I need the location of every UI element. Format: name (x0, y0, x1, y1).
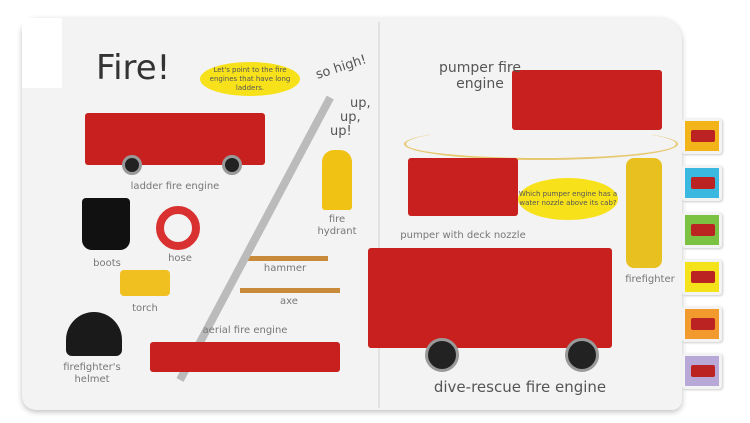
section-tab[interactable] (682, 306, 722, 342)
pumper-deck-nozzle-image (408, 158, 518, 216)
dump-truck-icon (691, 224, 715, 236)
truck-icon (691, 271, 715, 283)
fire-engine-icon (691, 130, 715, 142)
boots-image (82, 198, 130, 250)
fire-hydrant-image (322, 150, 352, 210)
ladder-text: up, (340, 110, 361, 125)
label-hose: hose (168, 253, 192, 264)
label-boots: boots (93, 258, 121, 269)
wheel (122, 155, 142, 175)
axe-image (240, 288, 340, 293)
label-helmet: firefighter's helmet (63, 362, 121, 385)
page-title: Fire! (96, 48, 171, 88)
digger-icon (691, 365, 715, 377)
question-bubble-left: Let's point to the fire engines that hav… (200, 62, 300, 96)
firefighter-image (626, 158, 662, 268)
hammer-image (248, 256, 328, 261)
book-spine (378, 22, 380, 408)
wheel (425, 338, 459, 372)
section-tab[interactable] (682, 259, 722, 295)
section-tab[interactable] (682, 212, 722, 248)
dive-rescue-fire-engine-image (368, 248, 612, 348)
wheel (565, 338, 599, 372)
ladder-text: up, (350, 96, 371, 111)
label-pumper-fire-engine: pumper fire engine (439, 60, 521, 92)
hose-image (156, 206, 200, 250)
label-pumper-deck-nozzle: pumper with deck nozzle (400, 230, 526, 241)
torch-image (120, 270, 170, 296)
section-tab[interactable] (682, 165, 722, 201)
label-hammer: hammer (263, 263, 307, 274)
section-tab[interactable] (682, 118, 722, 154)
hose-line-image (404, 128, 678, 160)
section-tab[interactable] (682, 353, 722, 389)
aerial-fire-engine-image (150, 342, 340, 372)
pumper-fire-engine-image (512, 70, 662, 130)
label-firefighter: firefighter (625, 274, 675, 285)
label-fire-hydrant: fire hydrant (317, 214, 357, 237)
helmet-image (66, 312, 122, 356)
tractor-icon (691, 177, 715, 189)
label-axe: axe (280, 296, 298, 307)
label-aerial-fire-engine: aerial fire engine (202, 325, 288, 336)
bus-icon (691, 318, 715, 330)
label-dive-rescue-fire-engine: dive-rescue fire engine (433, 378, 607, 396)
wheel (222, 155, 242, 175)
label-ladder-fire-engine: ladder fire engine (130, 181, 220, 192)
page-notch (22, 18, 62, 88)
label-torch: torch (132, 303, 158, 314)
ladder-text: up! (330, 124, 352, 139)
question-bubble-right: Which pumper engine has a water nozzle a… (518, 178, 618, 220)
